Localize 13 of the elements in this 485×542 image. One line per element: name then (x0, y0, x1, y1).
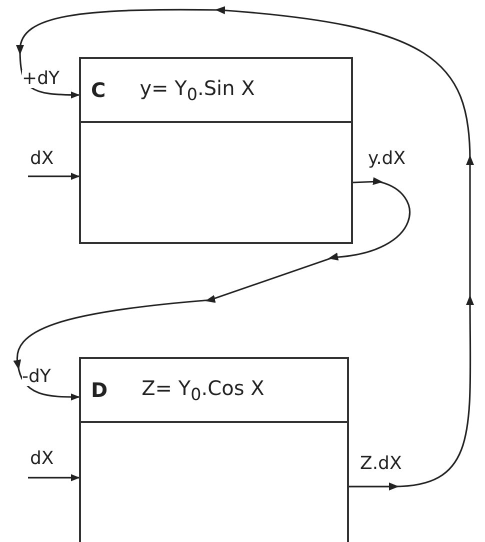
function-block (79, 357, 349, 542)
block-letter: D (91, 378, 108, 402)
edge-label: y.dX (368, 150, 406, 168)
formula: y= Y$_{0}$.Sin X (140, 76, 255, 104)
formula: Z= Y$_{0}$.Cos X (142, 376, 264, 404)
arrow (13, 177, 411, 400)
arrow (28, 172, 80, 180)
signal-label: -dY (22, 368, 51, 386)
block-letter: C (91, 78, 106, 102)
arrow (16, 6, 474, 490)
signal-label: +dY (22, 70, 60, 88)
arrow (28, 474, 80, 482)
function-block (79, 57, 353, 244)
